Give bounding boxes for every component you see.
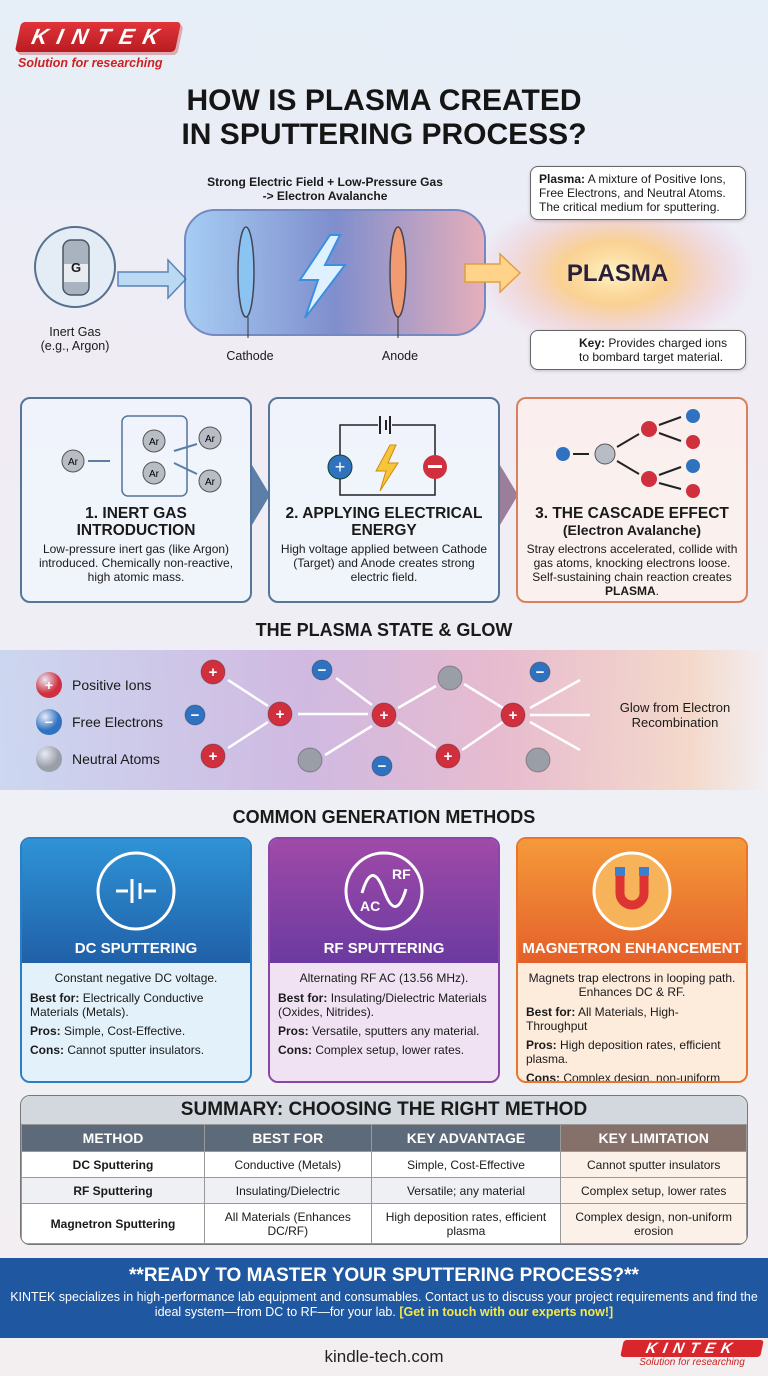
circuit-icon: + <box>327 416 447 496</box>
svg-text:Ar: Ar <box>149 437 160 448</box>
motion-arrow <box>397 684 437 710</box>
anode-label: Anode <box>381 349 419 363</box>
positive-ion: + <box>200 659 226 685</box>
ac-wave-icon: RF AC <box>344 851 424 931</box>
electron-cascade-icon <box>556 409 700 498</box>
svg-text:−: − <box>318 662 327 679</box>
chevron-right-icon <box>252 465 270 525</box>
svg-text:Ar: Ar <box>205 477 216 488</box>
arrow-icon <box>464 252 522 294</box>
svg-text:RF: RF <box>392 866 411 882</box>
motion-arrow <box>335 677 373 706</box>
motion-arrow <box>461 720 504 752</box>
plasma-creation-diagram <box>34 193 755 358</box>
section-heading: THE PLASMA STATE & GLOW <box>255 620 513 640</box>
legend-item: Neutral Atoms <box>36 740 163 777</box>
step-card-cascade-effect: 3. THE CASCADE EFFECT(Electron Avalanche… <box>516 397 748 603</box>
electron: − <box>529 661 551 683</box>
motion-arrow <box>529 720 581 752</box>
positive-ion: + <box>500 702 526 728</box>
chevron-right-icon <box>500 465 518 525</box>
svg-text:AC: AC <box>360 898 380 914</box>
gas-label: Inert Gas (e.g., Argon) <box>40 325 110 353</box>
svg-text:Ar: Ar <box>149 469 160 480</box>
plasma-label: PLASMA <box>566 260 669 287</box>
motion-arrow <box>227 678 269 708</box>
svg-text:+: + <box>209 748 218 765</box>
plasma-callout: Plasma: A mixture of Positive Ions, Free… <box>530 166 746 220</box>
svg-text:+: + <box>380 707 389 724</box>
section-heading: COMMON GENERATION METHODS <box>232 807 536 827</box>
svg-text:+: + <box>444 748 453 765</box>
svg-text:+: + <box>209 664 218 681</box>
summary-table: SUMMARY: CHOOSING THE RIGHT METHOD METHO… <box>20 1095 748 1245</box>
footer-logo: KINTEK Solution for researching <box>620 1340 764 1368</box>
svg-text:+: + <box>509 707 518 724</box>
electron-icon: − <box>36 708 62 735</box>
neutral-atom <box>297 747 323 773</box>
cathode-plate <box>237 226 255 318</box>
electron: − <box>184 704 206 726</box>
key-callout: Key: Provides charged ions to bombard ta… <box>530 330 746 370</box>
cathode-label: Cathode <box>226 349 274 363</box>
page-title: HOW IS PLASMA CREATED IN SPUTTERING PROC… <box>181 84 587 151</box>
battery-icon <box>96 851 176 931</box>
electron: − <box>371 755 393 777</box>
arrow-icon <box>117 258 188 300</box>
motion-arrow <box>397 720 437 750</box>
svg-text:Ar: Ar <box>68 457 79 468</box>
motion-arrow <box>227 720 269 750</box>
svg-text:−: − <box>536 664 545 681</box>
kintek-logo: KINTEK Solution for researching <box>14 22 186 70</box>
svg-text:Ar: Ar <box>205 434 216 445</box>
legend-item: −Free Electrons <box>36 703 163 740</box>
svg-text:+: + <box>335 457 346 477</box>
anode-plate <box>389 226 407 318</box>
lightning-icon <box>298 234 348 319</box>
neutral-atom <box>437 665 463 691</box>
magnet-icon <box>592 851 672 931</box>
method-card: MAGNETRON ENHANCEMENT Magnets trap elect… <box>516 837 748 1083</box>
positive-ion: + <box>371 702 397 728</box>
positive-ion: + <box>200 743 226 769</box>
positive-ion: + <box>435 743 461 769</box>
motion-arrow <box>324 724 373 757</box>
svg-text:+: + <box>276 706 285 723</box>
legend-item: +Positive Ions <box>36 666 163 703</box>
neutral-atom <box>525 747 551 773</box>
motion-arrow <box>463 682 504 710</box>
contact-link[interactable]: [Get in touch with our experts now!] <box>399 1305 614 1319</box>
positive-ion-icon: + <box>36 671 62 698</box>
cta-banner: **READY TO MASTER YOUR SPUTTERING PROCES… <box>0 1258 768 1338</box>
svg-text:−: − <box>378 758 387 775</box>
method-card: DC SPUTTERING Constant negative DC volta… <box>20 837 252 1083</box>
neutral-atom-icon <box>36 745 62 772</box>
plasma-particles: + − − − + + + + − + <box>184 659 590 777</box>
svg-text:−: − <box>191 707 200 724</box>
motion-arrow <box>529 678 581 710</box>
footer-url[interactable]: kindle-tech.com <box>324 1347 444 1366</box>
electron: − <box>311 659 333 681</box>
positive-ion: + <box>267 701 293 727</box>
